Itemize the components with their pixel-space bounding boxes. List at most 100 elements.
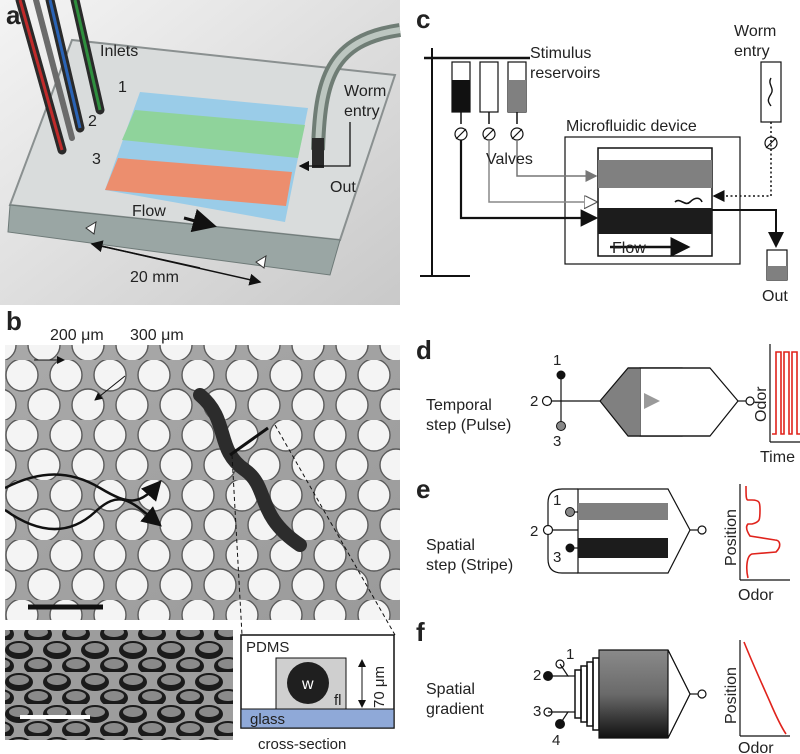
panel-d-title-line2: step (Pulse) — [426, 417, 511, 434]
line-grey — [516, 140, 598, 182]
fluid-label: fl — [334, 692, 342, 709]
panel-letter-c: c — [416, 4, 430, 34]
scale-arrow-left — [90, 240, 201, 269]
panel-d: d Temporal step (Pulse) Odor Time 1 2 3 — [416, 335, 800, 466]
worm-entry-c-line1: Worm — [734, 23, 776, 40]
worm-entry-c-line2: entry — [734, 43, 770, 60]
outlet-e — [697, 525, 707, 535]
device-e — [577, 488, 691, 574]
stripe-e-black — [578, 538, 668, 558]
out-label: Out — [330, 179, 356, 196]
inlet-d-1 — [556, 370, 566, 380]
trace-gradient — [743, 641, 787, 735]
outlet-tube — [311, 23, 402, 168]
inlet-tubes — [15, 0, 105, 155]
inlet-number-1: 1 — [118, 79, 127, 96]
worm-entry-label-line2: entry — [344, 103, 380, 120]
inlet-f-label-3: 3 — [533, 703, 541, 720]
panel-letter-a: a — [6, 0, 21, 30]
line-black — [459, 140, 599, 227]
worm-label: w — [301, 676, 314, 693]
flow-label-c: Flow — [612, 240, 646, 257]
panel-letter-f: f — [416, 617, 425, 647]
cross-section-inset: PDMS w fl 70 μm glass cross-section — [240, 634, 395, 753]
stripe-grey — [598, 160, 712, 188]
panel-e: e Spatial step (Stripe) Position Odor 1 … — [416, 474, 790, 604]
scale-marker-right — [255, 255, 267, 269]
inlet-d-label-3: 3 — [553, 433, 561, 450]
flow-path-upper — [5, 473, 162, 502]
panel-b: b 200 μm 300 μm — [5, 306, 400, 753]
worm-entry-line — [712, 122, 772, 202]
stimulus-label-line1: Stimulus — [530, 45, 591, 62]
panel-d-ylabel: Odor — [753, 386, 770, 422]
worm-entry-valve — [764, 136, 778, 150]
stripe-e-grey — [578, 503, 668, 520]
outlet-f — [697, 689, 707, 699]
worm-cross-section — [287, 662, 329, 704]
worm-entry-syringe — [760, 61, 782, 123]
worm-entry-arrow — [298, 122, 351, 172]
flow-label: Flow — [132, 203, 166, 220]
sem-image — [5, 630, 233, 740]
outlet-d — [745, 396, 755, 406]
trace-stripe — [745, 485, 781, 579]
cross-section-marker — [229, 426, 269, 457]
pulse-arrow — [644, 393, 660, 409]
panel-e-title-line1: Spatial — [426, 537, 475, 554]
pdms-label: PDMS — [246, 639, 289, 656]
stimulus-label-line2: reservoirs — [530, 65, 600, 82]
panel-d-title-line1: Temporal — [426, 397, 492, 414]
panel-e-title-line2: step (Stripe) — [426, 557, 513, 574]
panel-f-title-line2: gradient — [426, 701, 484, 718]
device-label: Microfluidic device — [566, 118, 697, 135]
panel-f-xlabel: Odor — [738, 740, 774, 754]
inlet-e-label-3: 3 — [553, 549, 561, 566]
worm-icon — [674, 197, 703, 205]
stripe-red — [105, 158, 292, 206]
worm-entry-label-line1: Worm — [344, 83, 386, 100]
zoom-line-right — [274, 424, 396, 636]
inlet-e-label-2: 2 — [530, 523, 538, 540]
stripe-black — [598, 208, 712, 234]
stripe-green — [122, 110, 305, 158]
panel-letter-d: d — [416, 335, 432, 365]
panel-d-xlabel: Time — [760, 449, 795, 466]
flow-path-lower — [5, 498, 162, 531]
panel-a: a Inlets 1 2 3 Worm entry Out Flow 20 mm — [0, 0, 402, 305]
inlet-e-label-1: 1 — [553, 492, 561, 509]
cross-section-caption: cross-section — [258, 736, 346, 753]
inlet-f-label-2: 2 — [533, 667, 541, 684]
panel-f-title-line1: Spatial — [426, 681, 475, 698]
syringe-2 — [479, 61, 499, 113]
line-white — [488, 140, 596, 202]
panel-f-ylabel: Position — [723, 667, 740, 724]
inlet-d-2 — [541, 395, 553, 407]
dim-arrow-large — [94, 375, 126, 401]
gradient-mixer — [574, 657, 600, 731]
panel-letter-e: e — [416, 474, 430, 504]
glass-label: glass — [250, 711, 285, 728]
inlet-d-3 — [556, 421, 566, 431]
inlet-f-label-1: 1 — [566, 646, 574, 663]
inlet-e-3 — [565, 543, 575, 553]
trace-pulse — [772, 351, 800, 435]
dim-large-label: 300 μm — [130, 327, 184, 344]
inlet-number-2: 2 — [88, 113, 97, 130]
inlet-e-2 — [542, 524, 554, 536]
panel-e-ylabel: Position — [723, 509, 740, 566]
panel-letter-b: b — [6, 306, 22, 336]
out-label-c: Out — [762, 288, 788, 305]
panel-f: f Spatial gradient Position Odor 1 2 3 4 — [416, 617, 790, 754]
outlet-line — [712, 209, 784, 248]
inlet-d-label-1: 1 — [553, 352, 561, 369]
inlet-number-3: 3 — [92, 151, 101, 168]
micrograph — [5, 345, 400, 620]
worm — [193, 388, 307, 552]
panel-e-xlabel: Odor — [738, 587, 774, 604]
dim-small-label: 200 μm — [50, 327, 104, 344]
inlet-d-label-2: 2 — [530, 393, 538, 410]
scale-marker-left — [85, 221, 97, 235]
zoom-line-left — [231, 454, 243, 636]
